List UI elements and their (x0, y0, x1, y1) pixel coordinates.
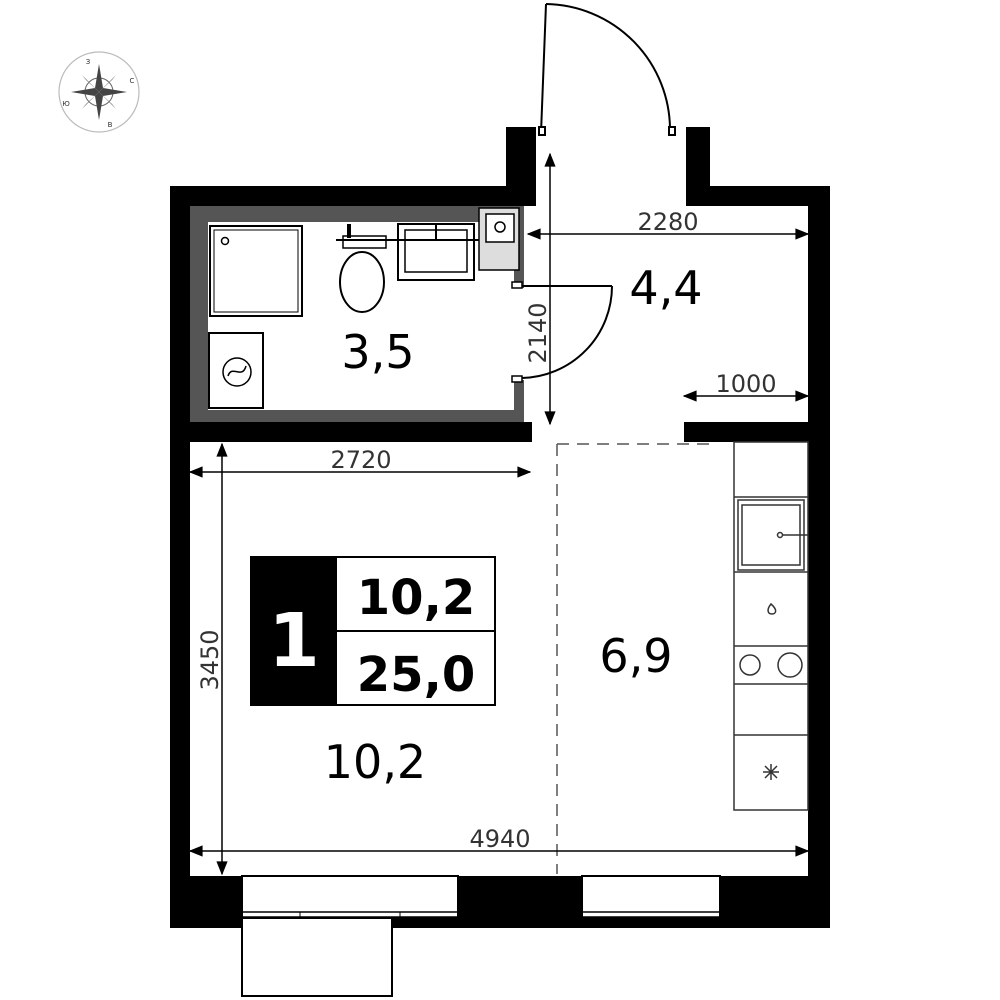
fridge-icon (763, 764, 779, 780)
compass-letter-north: З (86, 58, 91, 66)
dimension-label-room-width: 2720 (330, 446, 391, 474)
boiler-icon (478, 207, 520, 271)
room-area-bathroom: 3,5 (341, 325, 414, 379)
washing-machine-icon (208, 332, 264, 409)
compass-letter-west: Ю (62, 100, 70, 108)
room-area-living-room: 10,2 (324, 735, 426, 789)
kitchen-zone-boundary (556, 443, 712, 874)
dimension-hall-width: 2280 (526, 208, 810, 240)
dimension-hall-length: 2140 (524, 152, 556, 426)
dimension-label-hall-width: 2280 (637, 208, 698, 236)
cooktop-icon (739, 652, 803, 678)
compass-letter-south: В (108, 121, 113, 129)
dimension-label-closet-depth: 1000 (715, 370, 776, 398)
dimension-label-room-length: 3450 (196, 629, 224, 690)
total-area-value: 25,0 (357, 647, 475, 703)
dimension-label-total-width: 4940 (469, 825, 530, 853)
bathroom: 3,5 (190, 206, 613, 422)
apartment-badge: 1 10,2 25,0 (250, 556, 496, 706)
room-area-kitchen: 6,9 (599, 629, 672, 683)
dimension-room-length: 3450 (196, 442, 228, 876)
kitchen-sink-icon (737, 499, 808, 571)
balcony (241, 917, 393, 997)
washbasin-icon (397, 223, 475, 281)
shower-tray-icon (209, 225, 303, 317)
window-right (581, 875, 721, 919)
compass-letter-east: С (130, 77, 135, 85)
living-area-value: 10,2 (357, 570, 475, 626)
dimension-closet-depth: 1000 (682, 370, 810, 402)
room-area-hall: 4,4 (629, 261, 702, 315)
compass-needle-icon (95, 64, 103, 92)
kitchen-counter (733, 441, 809, 811)
toilet-icon (339, 224, 387, 313)
dimension-label-hall-length: 2140 (524, 302, 552, 363)
dishwasher-icon (767, 602, 777, 615)
compass-rose: З С В Ю (58, 51, 140, 133)
rooms-count: 1 (268, 598, 320, 684)
window-left (241, 875, 459, 919)
dimension-total-width: 4940 (188, 825, 810, 857)
dimension-room-width: 2720 (188, 446, 532, 478)
entrance-door (538, 3, 676, 136)
